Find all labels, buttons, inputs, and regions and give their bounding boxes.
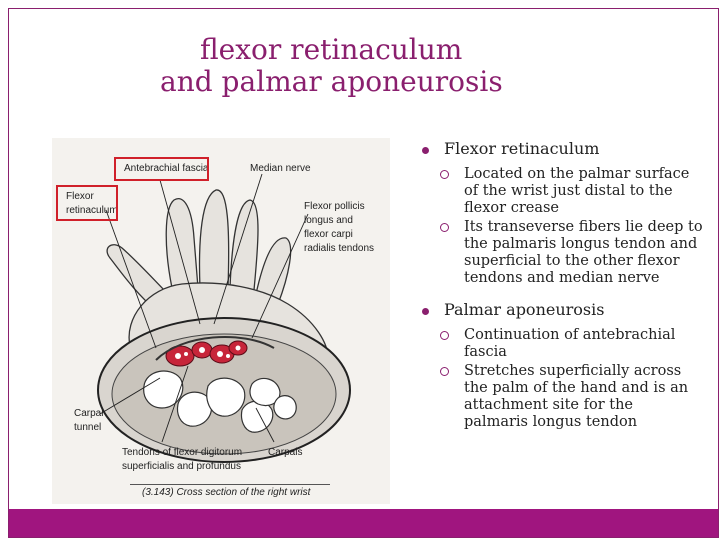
bullet-heading-text: Flexor retinaculum (444, 139, 600, 158)
sub-bullet: Its transeverse fibers lie deep to the p… (418, 219, 723, 287)
finger-4 (255, 237, 292, 305)
label-flexor-pollicis-4: radialis tendons (304, 243, 375, 254)
label-carpal: Carpal (74, 408, 104, 419)
sub-bullet-line: tendons and median nerve (464, 270, 660, 286)
bottom-bar (9, 509, 718, 537)
bullet-group-flexor-retinaculum: Flexor retinaculum Located on the palmar… (418, 138, 723, 287)
carpal-bone (206, 377, 246, 417)
sub-bullet-line: palmaris longus tendon (464, 414, 638, 430)
bullet-dot-icon (422, 147, 429, 154)
sub-bullet-line: the palm of the hand and is an (464, 380, 689, 396)
label-tunnel: tunnel (74, 422, 102, 433)
wrist-cross-section-figure: Antebrachial fascia Median nerve Flexor … (52, 138, 390, 504)
bullet-heading-text: Palmar aponeurosis (444, 300, 605, 319)
sub-bullet-line: flexor crease (464, 200, 560, 216)
bullet-group-palmar-aponeurosis: Palmar aponeurosis Continuation of anteb… (418, 299, 723, 431)
sub-bullet: Continuation of antebrachial fascia (418, 327, 723, 361)
highlight-box-retinaculum (56, 185, 118, 221)
sub-bullet-line: Continuation of antebrachial (464, 327, 676, 343)
sub-bullet-ring-icon (440, 170, 449, 179)
sub-bullet-line: superficial to the other flexor (464, 253, 680, 269)
label-retinaculum: retinaculum (66, 205, 118, 216)
label-carpals: Carpals (268, 447, 303, 458)
slide-title: flexor retinaculum and palmar aponeurosi… (160, 34, 580, 98)
finger-2 (198, 189, 230, 289)
bullet-list: Flexor retinaculum Located on the palmar… (418, 138, 723, 443)
finger-1 (165, 198, 199, 289)
caption-divider (130, 484, 330, 485)
wrist-illustration (97, 173, 351, 463)
sub-bullet: Located on the palmar surface of the wri… (418, 166, 723, 217)
sub-bullet-ring-icon (440, 331, 449, 340)
bullet-dot-icon (422, 308, 429, 315)
sub-bullet-ring-icon (440, 367, 449, 376)
carpal-bone (249, 377, 281, 407)
label-tendons-1: Tendons of flexor digitorum (122, 447, 243, 458)
sub-bullet: Stretches superficially across the palm … (418, 363, 723, 431)
label-flexor-pollicis-2: longus and (304, 215, 353, 226)
carpal-bone (273, 395, 297, 420)
label-flexor: Flexor (66, 191, 94, 202)
label-antebrachial-fascia: Antebrachial fascia (124, 163, 209, 174)
bullet-heading: Flexor retinaculum (418, 138, 723, 160)
figure-caption: (3.143) Cross section of the right wrist (142, 487, 311, 498)
sub-bullet-line: attachment site for the (464, 397, 633, 413)
sub-bullet-line: Its transeverse fibers lie deep to (464, 219, 703, 235)
title-line-1: flexor retinaculum (200, 33, 463, 66)
carpal-bone (176, 391, 213, 427)
sub-bullet-line: of the wrist just distal to the (464, 183, 673, 199)
sub-bullet-line: fascia (464, 344, 507, 360)
label-tendons-2: superficialis and profundus (122, 461, 241, 472)
label-flexor-pollicis-3: flexor carpi (304, 229, 353, 240)
label-median-nerve: Median nerve (250, 163, 311, 174)
label-flexor-pollicis-1: Flexor pollicis (304, 201, 365, 212)
sub-bullet-line: Stretches superficially across (464, 363, 682, 379)
title-line-2: and palmar aponeurosis (160, 65, 503, 98)
slide-frame (8, 8, 719, 538)
sub-bullet-line: Located on the palmar surface (464, 166, 690, 182)
sub-bullet-ring-icon (440, 223, 449, 232)
finger-3 (229, 199, 259, 291)
bullet-heading: Palmar aponeurosis (418, 299, 723, 321)
sub-bullet-line: the palmaris longus tendon and (464, 236, 698, 252)
carpal-bone (143, 370, 184, 409)
highlight-box-antebrachial (114, 157, 209, 181)
